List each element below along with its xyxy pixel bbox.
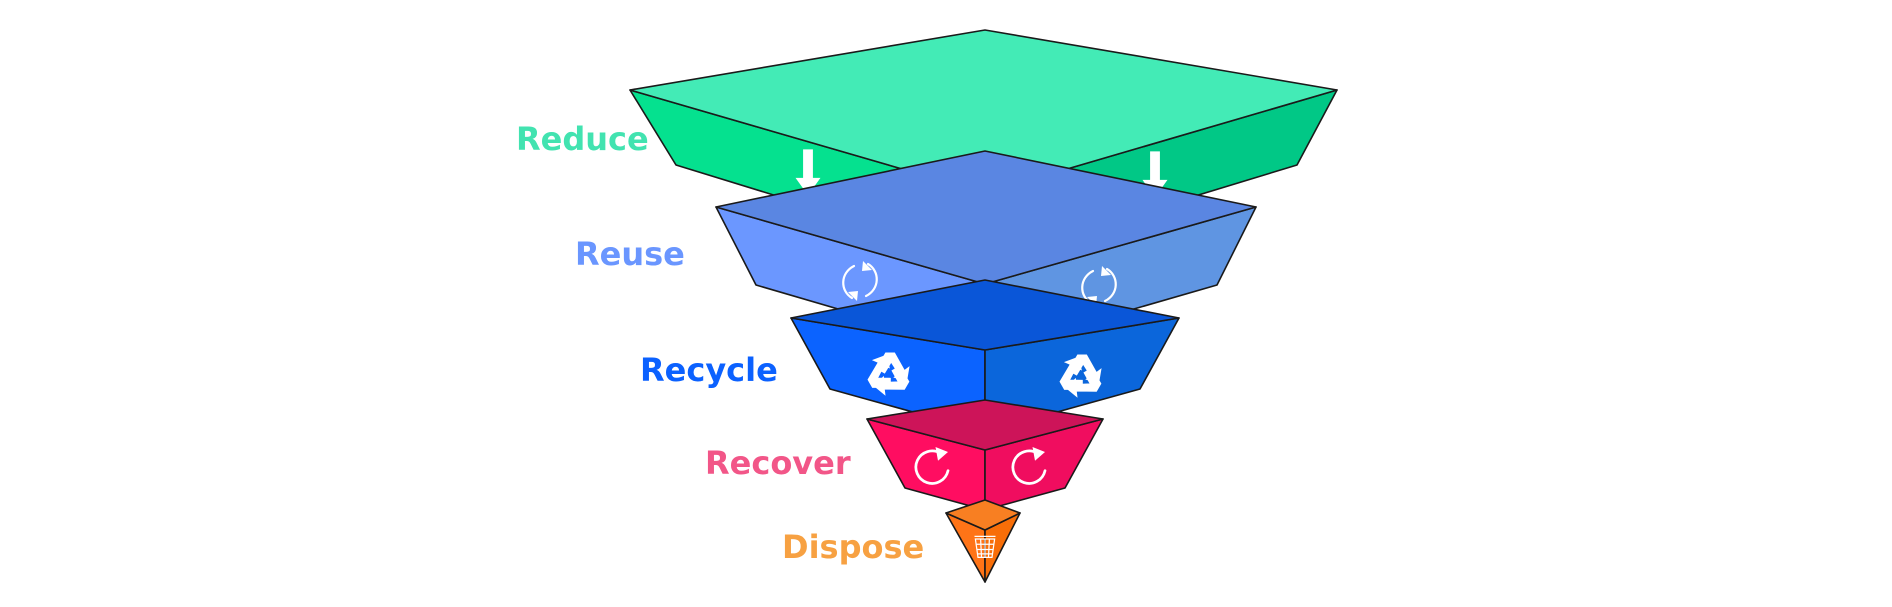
tier-label-recycle: Recycle	[640, 351, 778, 389]
tier-label-dispose: Dispose	[782, 528, 924, 566]
tier-reduce-top-face	[629, 29, 1338, 194]
tier-label-reduce: Reduce	[516, 120, 649, 158]
tier-recycle-top-face	[790, 279, 1180, 351]
tier-label-reuse: Reuse	[575, 235, 685, 273]
tier-dispose	[945, 499, 1021, 583]
tier-recover	[866, 399, 1104, 511]
tier-label-recover: Recover	[705, 444, 851, 482]
tier-recover-top-face	[866, 399, 1104, 451]
tier-reuse-top-face	[715, 150, 1257, 285]
tier-dispose-top-face	[945, 499, 1021, 531]
